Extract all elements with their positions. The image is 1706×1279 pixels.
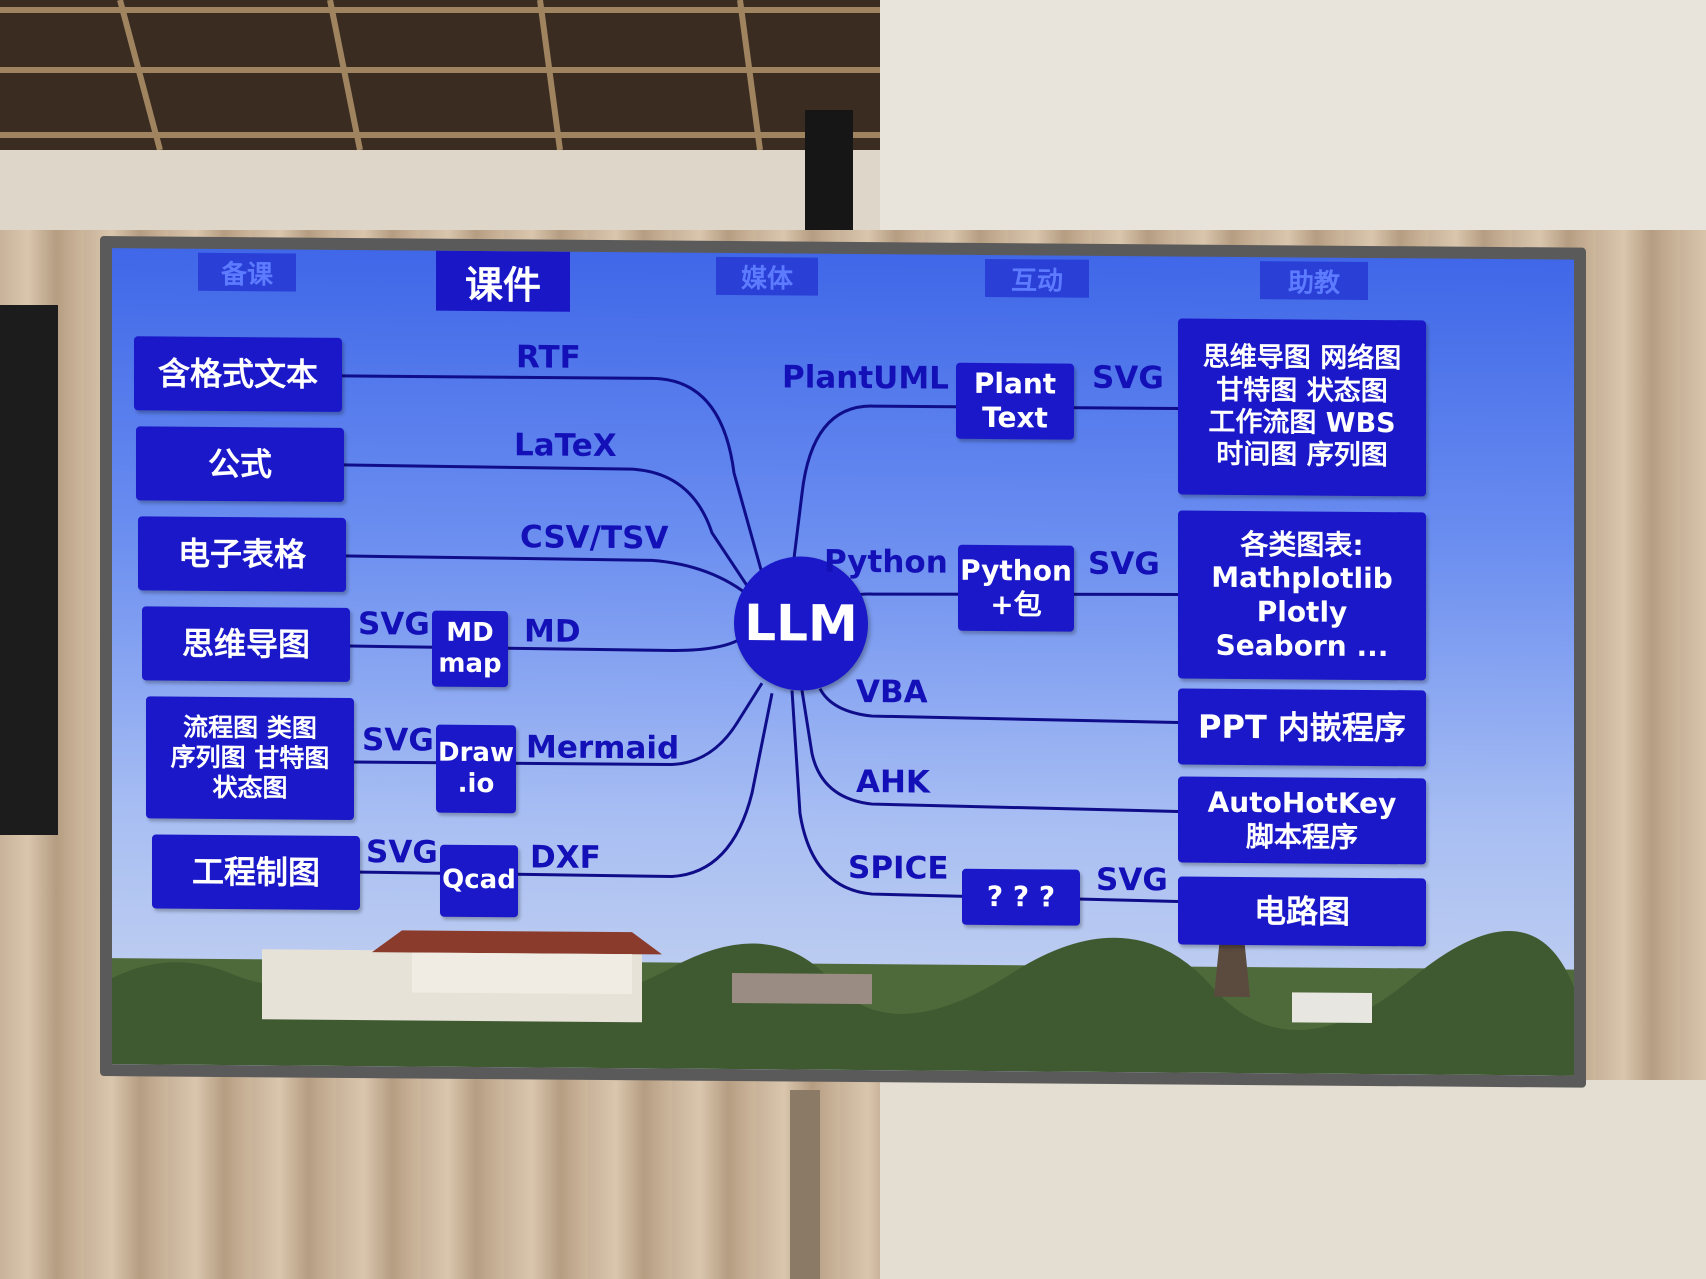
edge-label-md: MD xyxy=(524,613,581,650)
output-ppt-macro: PPT 内嵌程序 xyxy=(1178,688,1426,767)
campus-silhouette xyxy=(112,916,1574,1076)
tool-line: Text xyxy=(982,400,1048,435)
edge-mermaid xyxy=(352,682,764,766)
output-uml-diagrams: 思维导图 网络图 甘特图 状态图 工作流图 WBS 时间图 序列图 xyxy=(1178,318,1426,497)
output-line: Plotly xyxy=(1256,595,1348,629)
output-label: 含格式文本 xyxy=(157,354,318,394)
edge-spice xyxy=(790,690,1179,903)
format-label-svg: SVG xyxy=(366,834,438,871)
output-line: Mathplotlib xyxy=(1211,561,1393,596)
slide-screen: 备课 课件 媒体 互动 助教 LLM 含格式文本 RTF 公式 LaTeX 电子… xyxy=(112,248,1574,1076)
tool-planttext: Plant Text xyxy=(956,362,1074,440)
output-line: Seaborn ... xyxy=(1215,628,1389,663)
edge-plantuml xyxy=(792,404,1178,559)
wall-lower xyxy=(880,1080,1706,1279)
output-line: 工作流图 WBS xyxy=(1208,406,1396,440)
output-spreadsheet: 电子表格 xyxy=(138,516,346,592)
tool-line: Qcad xyxy=(442,865,516,896)
wall-panel xyxy=(880,0,1706,260)
edge-label-spice: SPICE xyxy=(848,849,949,887)
output-line: 流程图 类图 xyxy=(183,712,317,743)
edge-csv xyxy=(341,554,753,600)
output-label: 电子表格 xyxy=(177,534,306,574)
tool-line: .io xyxy=(457,768,495,800)
tool-line: ? ? ? xyxy=(986,880,1056,914)
output-circuit: 电路图 xyxy=(1178,876,1426,947)
output-label: 公式 xyxy=(207,444,272,484)
tool-line: map xyxy=(438,648,502,680)
side-monitor xyxy=(0,305,58,835)
edge-label-rtf: RTF xyxy=(516,339,581,376)
format-label-svg: SVG xyxy=(362,722,434,759)
edge-label-ahk: AHK xyxy=(856,763,930,801)
tool-python-packages: Python +包 xyxy=(958,544,1074,632)
output-line: 时间图 序列图 xyxy=(1216,439,1388,472)
output-engineering-drawing: 工程制图 xyxy=(152,834,360,911)
edge-label-dxf: DXF xyxy=(530,839,601,876)
tab-courseware[interactable]: 课件 xyxy=(436,250,570,312)
tab-bar: 备课 课件 媒体 互动 助教 xyxy=(112,248,1574,319)
output-label: PPT 内嵌程序 xyxy=(1198,707,1406,748)
output-rich-text: 含格式文本 xyxy=(134,336,342,412)
output-line: 甘特图 状态图 xyxy=(1216,374,1388,407)
edge-ahk xyxy=(800,690,1179,813)
tab-interaction[interactable]: 互动 xyxy=(985,258,1089,298)
output-line: AutoHotKey xyxy=(1207,786,1397,821)
output-label: 电路图 xyxy=(1253,891,1350,931)
output-line: 序列图 甘特图 xyxy=(170,742,330,773)
output-formula: 公式 xyxy=(136,426,344,502)
output-charts: 各类图表: Mathplotlib Plotly Seaborn ... xyxy=(1178,510,1426,681)
tool-line: Plant xyxy=(973,367,1057,401)
output-label: 工程制图 xyxy=(191,852,320,892)
tab-prep[interactable]: 备课 xyxy=(198,252,296,292)
ceiling-grid xyxy=(0,0,900,151)
edge-label-plantuml: PlantUML xyxy=(782,359,949,397)
tab-media[interactable]: 媒体 xyxy=(716,256,818,296)
edge-label-latex: LaTeX xyxy=(514,427,617,465)
output-label: 思维导图 xyxy=(181,624,310,664)
tool-unknown: ? ? ? xyxy=(962,868,1080,926)
output-line: 状态图 xyxy=(212,772,288,803)
output-mindmap: 思维导图 xyxy=(142,606,350,682)
tv-stand xyxy=(790,1090,820,1279)
tool-qcad: Qcad xyxy=(440,844,518,918)
format-label-svg: SVG xyxy=(1088,545,1160,583)
soffit xyxy=(0,150,880,240)
format-label-svg: SVG xyxy=(358,606,430,643)
edge-label-python: Python xyxy=(824,543,948,581)
edge-label-csv: CSV/TSV xyxy=(520,519,669,557)
format-label-svg: SVG xyxy=(1092,359,1164,397)
edge-label-mermaid: Mermaid xyxy=(526,729,680,767)
tab-assistant[interactable]: 助教 xyxy=(1260,261,1368,300)
tool-line: Draw xyxy=(438,737,514,769)
tool-drawio: Draw .io xyxy=(436,724,516,814)
edge-label-vba: VBA xyxy=(856,673,928,711)
output-line: 脚本程序 xyxy=(1245,820,1358,854)
tool-line: MD xyxy=(446,617,494,648)
tool-mdmap: MD map xyxy=(432,610,508,688)
edge-latex xyxy=(341,463,754,594)
tv-frame: 备课 课件 媒体 互动 助教 LLM 含格式文本 RTF 公式 LaTeX 电子… xyxy=(100,236,1586,1088)
tool-line: Python xyxy=(960,554,1072,589)
mount-pole xyxy=(805,110,853,240)
edge-rtf xyxy=(342,374,764,574)
format-label-svg: SVG xyxy=(1096,861,1168,899)
output-flowchart: 流程图 类图 序列图 甘特图 状态图 xyxy=(146,696,354,820)
edge-vba xyxy=(818,687,1179,724)
output-autohotkey: AutoHotKey 脚本程序 xyxy=(1178,776,1426,865)
output-line: 各类图表: xyxy=(1240,527,1364,562)
tool-line: +包 xyxy=(990,587,1042,622)
edge-dxf xyxy=(351,692,774,878)
output-line: 思维导图 网络图 xyxy=(1202,341,1402,375)
